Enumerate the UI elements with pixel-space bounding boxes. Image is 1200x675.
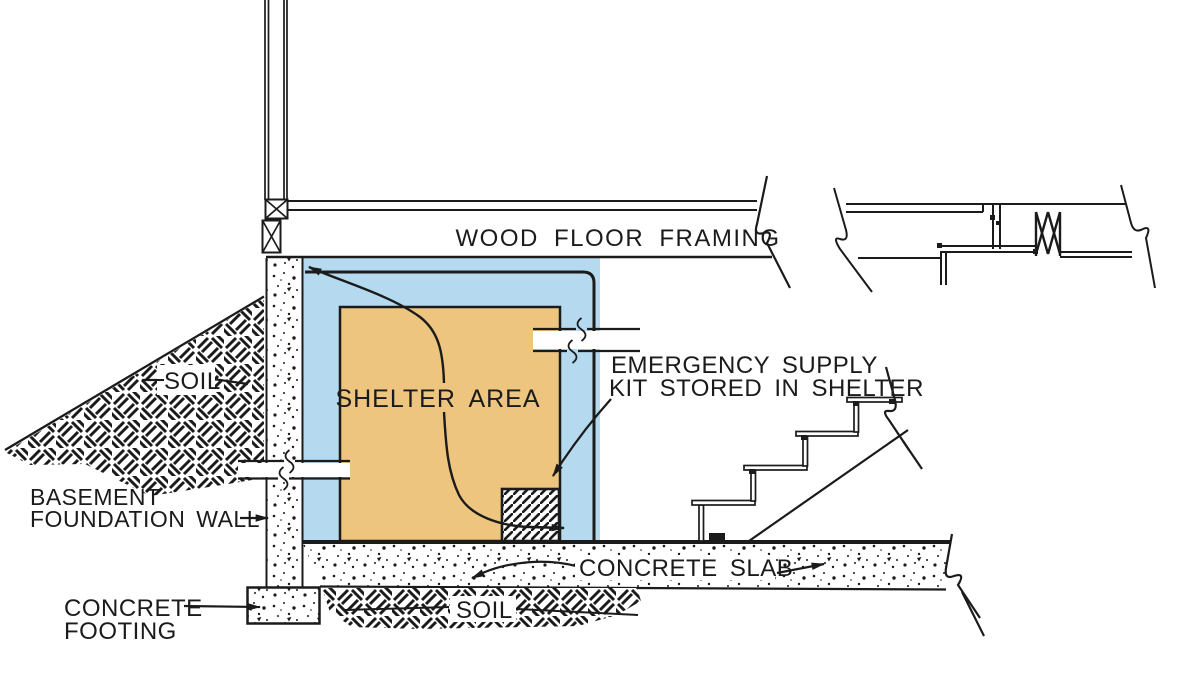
pipe-break-squiggle [284,449,295,474]
emergency-supply-label-line1: EMERGENCY SUPPLY [611,352,878,379]
wood-floor-framing-label: WOOD FLOOR FRAMING [456,225,781,252]
slab-break-line [944,533,981,619]
wood-floor-framing-band [266,175,791,289]
vent-pipe-left [238,449,350,491]
slab-break-tail [961,591,985,637]
grade-line [4,295,265,451]
cross-bridging-detail [1034,211,1062,256]
basement-stairs [691,366,923,542]
basement-foundation-wall [265,258,304,587]
pipe-break-squiggle [567,339,578,364]
concrete-footing [246,586,321,625]
soil-lower-label: SOIL [456,597,513,624]
stair-stringer [748,429,909,542]
exterior-wall-studs [264,0,288,200]
emergency-supply-kit-box [500,487,561,543]
slab-label-halo [575,555,775,580]
pipe-break-squiggle [278,466,289,491]
shelter-area-label: SHELTER AREA [335,385,540,413]
footing-leader-arrow [183,603,262,611]
floor-band-break-line [754,175,791,289]
stair-break-line [883,366,910,451]
slab-leader-right-arrow [776,562,826,575]
rim-joist-detail [261,198,289,254]
kit-leader-arrow [552,398,612,477]
emergency-supply-label-line2: KIT STORED IN SHELTER [609,375,924,402]
detail-left-break [833,187,873,293]
shelter-path-arrow [307,265,566,532]
concrete-slab-label: CONCRETE SLAB [579,555,793,582]
stair-break-tail [902,440,923,470]
soil-lower-label-halo [450,596,516,622]
shelter-enclosure-outline [305,270,596,540]
soil-upper-leader-right [212,377,249,386]
soil-lower-leaders [344,606,639,616]
soil-embankment-left [4,295,265,496]
soil-upper-label: SOIL [164,368,221,395]
basement-wall-label-line2: FOUNDATION WALL [30,506,260,532]
soil-upper-label-halo [157,365,215,395]
basement-wall-label-line1: BASEMENT [30,484,161,510]
slab-leader-left-arrow [470,560,577,579]
floor-framing-detail-right [833,184,1156,293]
detail-right-break [1120,184,1156,289]
pipe-break-squiggle [576,317,587,342]
concrete-footing-label-line2: FOOTING [64,618,177,645]
concrete-footing-label-line1: CONCRETE [64,595,203,622]
vent-pipe-right [533,317,640,364]
